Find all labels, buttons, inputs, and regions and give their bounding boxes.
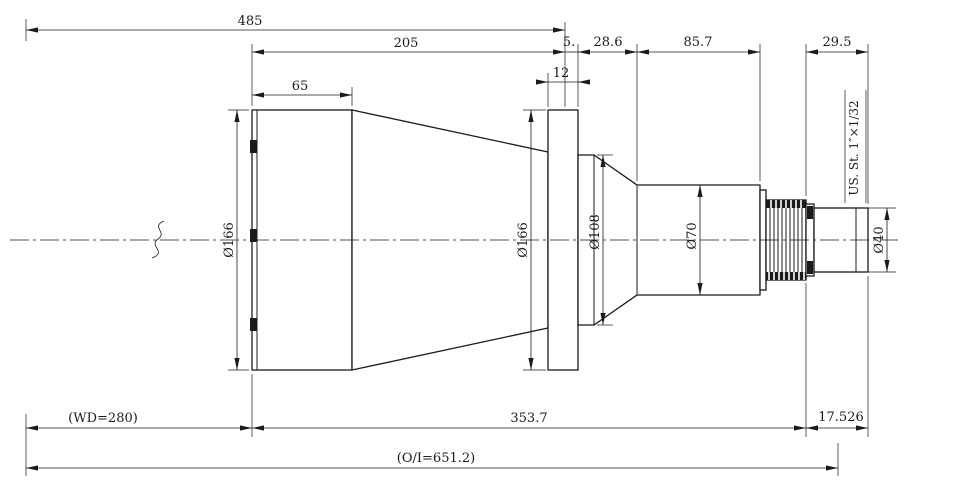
dimension-labels: 485 205 65 5. 28.6 85.7 29.5 12 Ø166 Ø16…: [68, 14, 887, 466]
dia-166-front-label: Ø166: [222, 222, 237, 257]
dim-oi-label: (O/I=651.2): [397, 451, 475, 466]
seat-ring-mark: [807, 206, 813, 219]
dim-353-7-label: 353.7: [510, 411, 547, 426]
dim-65-label: 65: [292, 79, 309, 94]
mid-taper-section: [577, 154, 761, 326]
set-screw: [250, 229, 257, 242]
seat-ring-mark: [807, 261, 813, 274]
dim-5-label: 5.: [563, 35, 575, 50]
dimension-lines: [26, 27, 890, 471]
dim-85-7-label: 85.7: [684, 35, 713, 50]
thread-spec-label: US. St. 1″×1/32: [847, 100, 861, 195]
knurl-strip-bottom: [766, 272, 806, 280]
dim-17-526-label: 17.526: [818, 410, 864, 425]
dim-205-label: 205: [394, 36, 419, 51]
dia-108-label: Ø108: [588, 214, 603, 249]
dia-40-label: Ø40: [872, 226, 887, 253]
dim-28-6-label: 28.6: [594, 35, 623, 50]
dia-70-label: Ø70: [685, 222, 700, 249]
set-screw: [250, 140, 257, 153]
dim-29-5-label: 29.5: [823, 35, 852, 50]
knurl-slits: [768, 200, 805, 280]
dim-wd-label: (WD=280): [68, 411, 138, 426]
dia-166-flange-label: Ø166: [516, 222, 531, 257]
centerline: [10, 220, 898, 259]
set-screw: [250, 318, 257, 331]
dim-485-label: 485: [238, 14, 263, 29]
break-symbol: [151, 220, 165, 259]
dim-12-label: 12: [553, 66, 570, 81]
